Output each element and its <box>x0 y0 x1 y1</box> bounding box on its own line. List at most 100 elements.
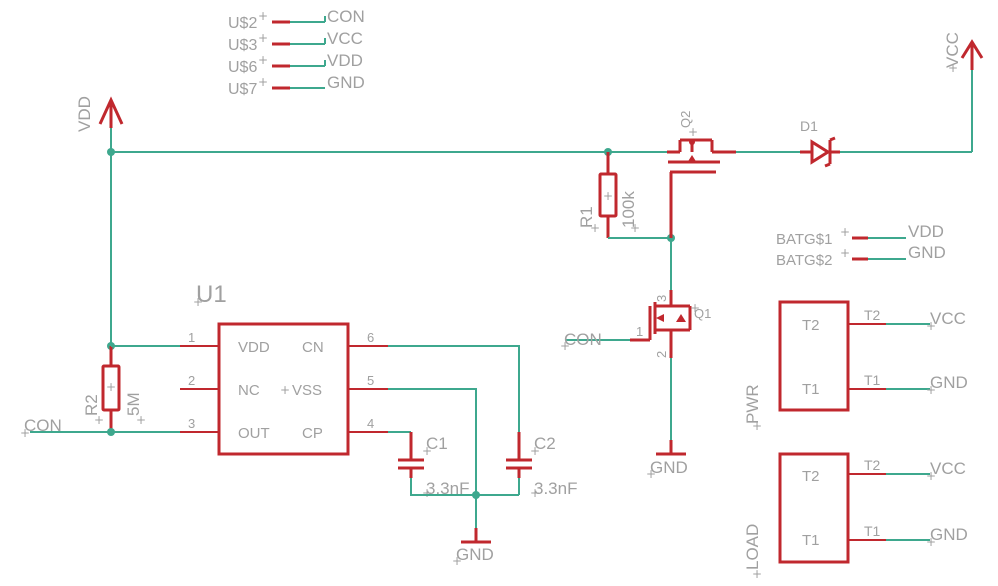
svg-text:+: + <box>422 486 432 500</box>
resistor-r1: + R1 100k + + <box>577 152 640 238</box>
load-name: LOAD <box>743 524 762 570</box>
svg-text:+: + <box>280 383 290 397</box>
supply-label-u2: U$2 <box>228 15 257 32</box>
gnd-symbol-q1: GND + <box>646 440 688 481</box>
svg-text:+: + <box>258 9 268 23</box>
svg-text:+: + <box>560 339 570 353</box>
u1-pin2-name: NC <box>238 382 260 399</box>
net-label-vcc: VCC <box>327 29 363 48</box>
net-label-gnd: GND <box>327 73 365 92</box>
u1-pin1-num: 1 <box>188 330 195 345</box>
mosfet-q2: Q2 + <box>667 111 736 238</box>
resistor-r2: + R2 5M + + <box>82 342 146 432</box>
q1-diode-icon <box>676 314 686 322</box>
load-t1-pin: T1 <box>864 523 881 539</box>
c2-name: C2 <box>534 434 556 453</box>
svg-text:+: + <box>258 31 268 45</box>
load-gnd-net: GND <box>930 525 968 544</box>
batg-labels: BATG$1 BATG$2 + + VDD GND <box>776 222 946 269</box>
r1-value: 100k <box>619 191 638 228</box>
q1-gate-label: CON <box>564 330 602 349</box>
vcc-right-label: VCC <box>943 32 962 68</box>
svg-text:+: + <box>840 225 850 239</box>
d1-name: D1 <box>800 118 818 134</box>
u1-pin4-name: CP <box>302 425 323 442</box>
pwr-name: PWR <box>743 384 762 424</box>
svg-text:+: + <box>530 486 540 500</box>
svg-text:+: + <box>603 189 613 203</box>
u1-pin1-name: VDD <box>238 339 270 356</box>
pwr-t2-inner: T2 <box>802 317 820 334</box>
c1-value: 3.3nF <box>426 479 469 498</box>
pwr-vcc-net: VCC <box>930 309 966 328</box>
svg-text:+: + <box>752 419 762 433</box>
supply-label-u6: U$6 <box>228 59 257 76</box>
u1-pin3-num: 3 <box>188 416 195 431</box>
q2-name: Q2 <box>678 111 693 128</box>
batg2-label: BATG$2 <box>776 252 832 269</box>
r2-value: 5M <box>124 392 143 416</box>
svg-text:+: + <box>20 426 30 440</box>
u1-pin4-num: 4 <box>367 416 374 431</box>
capacitor-c1: C1 + 3.3nF + <box>398 432 469 500</box>
svg-text:+: + <box>926 535 936 549</box>
connector-load: T2 T1 T2 T1 VCC GND + + LOAD + <box>743 452 968 581</box>
pwr-gnd-net: GND <box>930 373 968 392</box>
svg-text:+: + <box>422 444 432 458</box>
svg-text:+: + <box>193 295 203 309</box>
q2-diode-icon <box>687 155 697 163</box>
net-label-con: CON <box>327 7 365 26</box>
svg-text:+: + <box>926 319 936 333</box>
u1-pin2-num: 2 <box>188 373 195 388</box>
svg-text:+: + <box>258 53 268 67</box>
r1-name: R1 <box>577 206 596 228</box>
connector-pwr: T2 T1 T2 T1 VCC GND + + PWR + <box>743 300 968 433</box>
supply-label-u7: U$7 <box>228 81 257 98</box>
u1-name: U1 <box>196 281 227 308</box>
svg-text:+: + <box>840 246 850 260</box>
u1-pin6-name: CN <box>302 339 324 356</box>
load-vcc-net: VCC <box>930 459 966 478</box>
u1-pin5-name: VSS <box>292 382 322 399</box>
svg-text:+: + <box>452 554 462 568</box>
junction-dot <box>107 148 115 156</box>
load-t1-inner: T1 <box>802 532 820 549</box>
batg2-net: GND <box>908 243 946 262</box>
gnd-symbol-center: GND + <box>452 528 494 568</box>
q1-pin3: 3 <box>654 295 669 302</box>
svg-text:+: + <box>948 61 958 75</box>
svg-text:+: + <box>926 383 936 397</box>
vdd-net-label: VDD <box>75 96 94 132</box>
r2-name: R2 <box>82 394 101 416</box>
svg-text:+: + <box>690 301 700 315</box>
q1-pin2: 2 <box>654 351 669 358</box>
load-t2-inner: T2 <box>802 468 820 485</box>
c2-value: 3.3nF <box>534 479 577 498</box>
load-t2-pin: T2 <box>864 457 881 473</box>
pwr-t1-inner: T1 <box>802 381 820 398</box>
q1-name: Q1 <box>694 306 711 321</box>
q1-pin1: 1 <box>636 324 643 339</box>
supply-label-u3: U$3 <box>228 37 257 54</box>
batg1-label: BATG$1 <box>776 231 832 248</box>
svg-text:+: + <box>136 413 146 427</box>
svg-text:+: + <box>590 221 600 235</box>
u1-pin3-name: OUT <box>238 425 270 442</box>
c1-name: C1 <box>426 434 448 453</box>
diode-d1: D1 <box>800 118 840 168</box>
svg-text:+: + <box>630 221 640 235</box>
net-label-vdd: VDD <box>327 51 363 70</box>
pwr-t1-pin: T1 <box>864 372 881 388</box>
svg-text:+: + <box>94 413 104 427</box>
u1-pin6-num: 6 <box>367 330 374 345</box>
ic-u1: U1 + 1 2 3 VDD NC OUT 6 5 4 CN + VSS CP <box>180 281 388 456</box>
gnd-center-label: GND <box>456 545 494 564</box>
svg-text:+: + <box>646 467 656 481</box>
batg1-net: VDD <box>908 222 944 241</box>
svg-text:+: + <box>530 444 540 458</box>
svg-text:+: + <box>926 469 936 483</box>
gnd-q1-label: GND <box>650 458 688 477</box>
pwr-t2-pin: T2 <box>864 307 881 323</box>
